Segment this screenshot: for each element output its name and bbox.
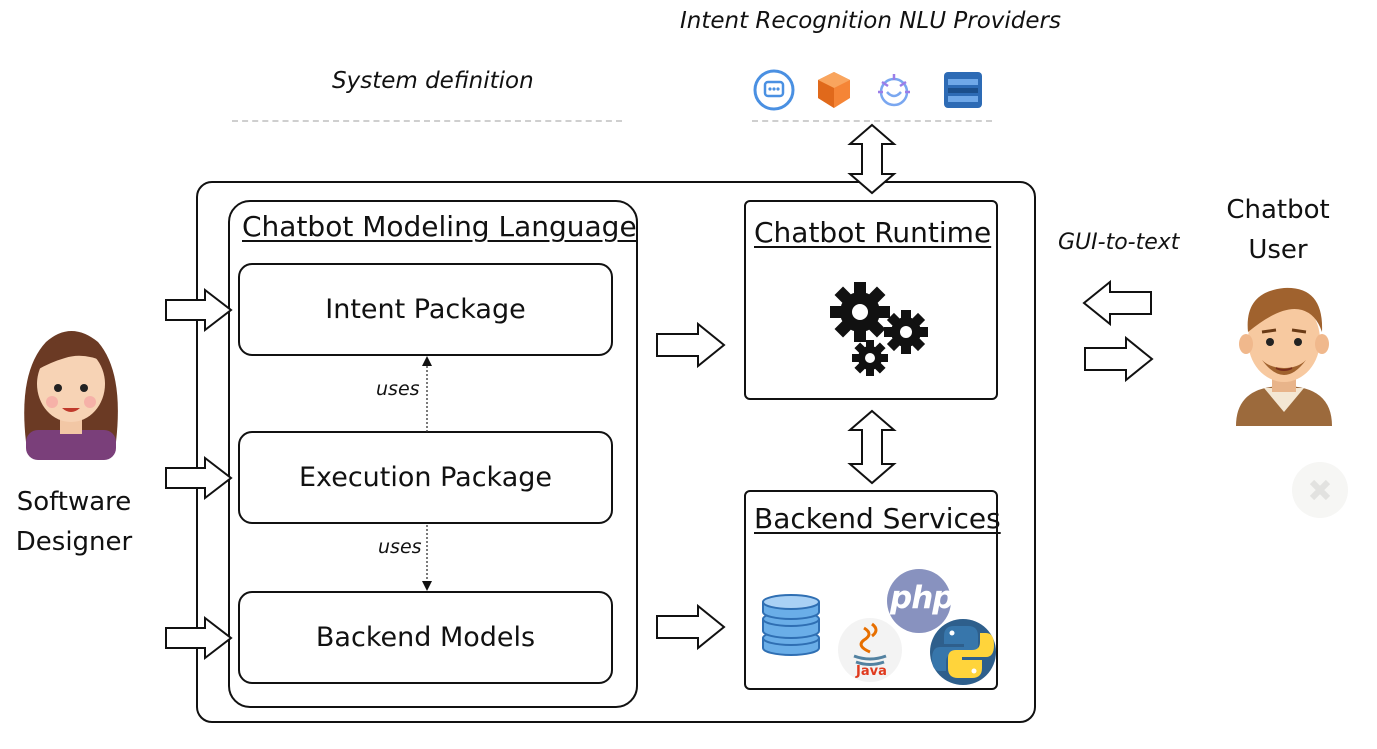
nlu-divider <box>752 120 992 122</box>
software-designer-avatar <box>24 331 118 460</box>
designer-to-backend-arrow <box>165 615 233 661</box>
runtime-backend-double-arrow <box>847 409 897 485</box>
nlu-icons-row <box>752 68 992 112</box>
chatbot-user-line2: User <box>1248 235 1308 265</box>
azure-luis-icon <box>944 72 982 108</box>
intent-package-box: Intent Package <box>238 263 613 356</box>
chatbot-user-avatar <box>1236 287 1332 426</box>
backend-services-title: Backend Services <box>754 502 1001 535</box>
backend-models-box: Backend Models <box>238 591 613 684</box>
user-to-runtime-arrow <box>1082 279 1152 327</box>
amazon-lex-icon <box>818 72 850 108</box>
execution-package-box: Execution Package <box>238 431 613 524</box>
close-icon <box>1292 462 1348 518</box>
dialogflow-icon <box>753 69 795 111</box>
intent-package-label: Intent Package <box>325 294 526 325</box>
php-icon <box>887 569 951 633</box>
database-icon <box>762 594 820 656</box>
software-designer-label: Software Designer <box>0 482 148 562</box>
language-to-backend-services-arrow <box>656 603 726 651</box>
uses-arrow-execution-to-intent <box>422 356 432 432</box>
java-label: Java <box>856 664 887 679</box>
runtime-nlu-double-arrow <box>847 123 897 195</box>
runtime-to-user-arrow <box>1084 335 1154 383</box>
software-designer-line1: Software <box>16 487 132 517</box>
software-designer-line2: Designer <box>15 527 133 557</box>
nlu-providers-title: Intent Recognition NLU Providers <box>680 8 1061 34</box>
python-icon <box>930 619 996 685</box>
designer-to-intent-arrow <box>165 287 233 333</box>
chatbot-user-label: Chatbot User <box>1204 190 1352 270</box>
execution-package-label: Execution Package <box>299 462 552 493</box>
gears-icon <box>830 282 928 376</box>
designer-to-execution-arrow <box>165 455 233 501</box>
language-to-runtime-arrow <box>656 321 726 369</box>
runtime-title: Chatbot Runtime <box>754 216 992 249</box>
uses-label-2: uses <box>378 536 422 558</box>
ibm-watson-icon <box>878 74 910 107</box>
java-icon <box>838 618 902 682</box>
gui-to-text-label: GUI-to-text <box>1058 230 1180 255</box>
php-label: php <box>890 580 954 616</box>
system-definition-divider <box>232 120 622 122</box>
chatbot-user-line1: Chatbot <box>1226 195 1330 225</box>
uses-arrow-execution-to-backend <box>422 525 432 591</box>
modeling-language-title: Chatbot Modeling Language <box>242 210 637 243</box>
uses-label-1: uses <box>376 378 420 400</box>
system-definition-label: System definition <box>332 68 534 94</box>
backend-models-label: Backend Models <box>315 622 536 653</box>
